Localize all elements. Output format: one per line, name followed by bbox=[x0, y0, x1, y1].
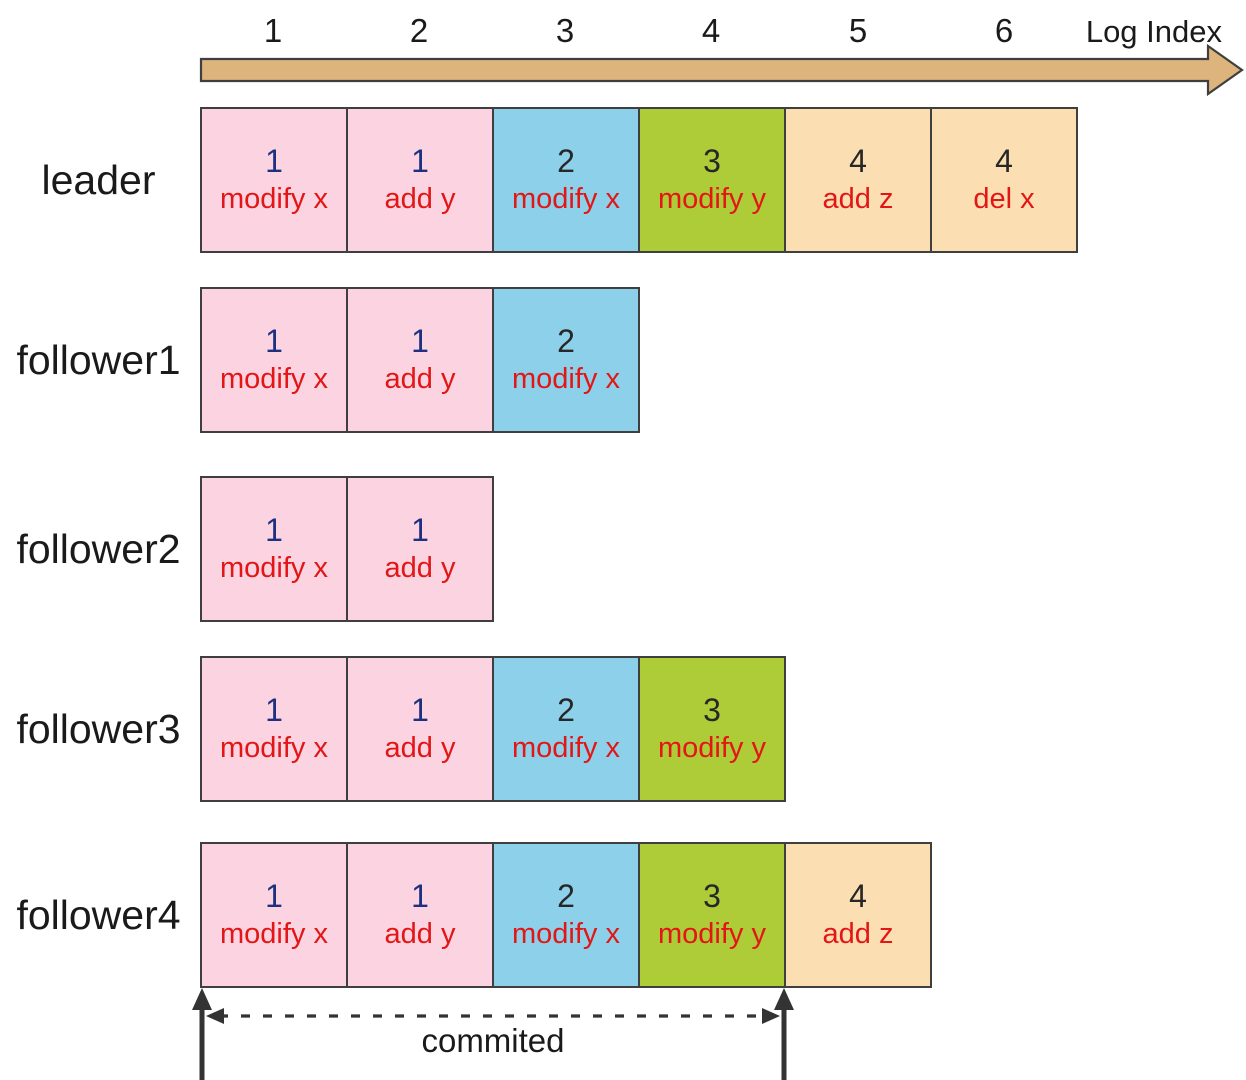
log-command: add y bbox=[384, 732, 456, 765]
log-command: add z bbox=[822, 918, 894, 951]
log-command: modify x bbox=[220, 732, 328, 765]
log-command: add y bbox=[384, 363, 456, 396]
term-number: 1 bbox=[265, 323, 283, 360]
log-entry: 1 modify x bbox=[200, 656, 348, 802]
row-label-follower4: follower4 bbox=[16, 891, 181, 938]
row-label-follower1: follower1 bbox=[16, 336, 181, 383]
log-entry: 1 modify x bbox=[200, 842, 348, 988]
log-entry: 4 del x bbox=[930, 107, 1078, 253]
axis-tick-2: 2 bbox=[409, 12, 429, 49]
log-entry: 4 add z bbox=[784, 842, 932, 988]
log-entry: 4 add z bbox=[784, 107, 932, 253]
term-number: 1 bbox=[411, 323, 429, 360]
log-entry: 1 add y bbox=[346, 476, 494, 622]
log-command: modify x bbox=[220, 183, 328, 216]
log-entry: 1 add y bbox=[346, 107, 494, 253]
log-command: modify x bbox=[512, 918, 620, 951]
term-number: 2 bbox=[557, 692, 575, 729]
term-number: 1 bbox=[411, 143, 429, 180]
log-row-leader: 1 modify x 1 add y 2 modify x 3 modify y… bbox=[200, 107, 1078, 253]
committed-left-arrow-head bbox=[192, 988, 212, 1010]
log-entry: 1 modify x bbox=[200, 287, 348, 433]
log-command: add y bbox=[384, 552, 456, 585]
term-number: 1 bbox=[265, 512, 283, 549]
axis-tick-5: 5 bbox=[848, 12, 868, 49]
term-number: 3 bbox=[703, 143, 721, 180]
axis-tick-1: 1 bbox=[263, 12, 283, 49]
log-entry: 3 modify y bbox=[638, 107, 786, 253]
log-command: modify x bbox=[512, 363, 620, 396]
log-index-arrow bbox=[199, 43, 1244, 97]
log-command: add y bbox=[384, 918, 456, 951]
term-number: 1 bbox=[265, 692, 283, 729]
log-entry: 1 add y bbox=[346, 842, 494, 988]
log-command: del x bbox=[973, 183, 1035, 216]
term-number: 4 bbox=[995, 143, 1013, 180]
term-number: 1 bbox=[411, 512, 429, 549]
log-entry: 1 modify x bbox=[200, 476, 348, 622]
term-number: 4 bbox=[849, 878, 867, 915]
log-command: modify x bbox=[220, 363, 328, 396]
log-command: modify x bbox=[512, 183, 620, 216]
axis-tick-3: 3 bbox=[555, 12, 575, 49]
log-command: modify x bbox=[220, 918, 328, 951]
term-number: 1 bbox=[411, 878, 429, 915]
term-number: 2 bbox=[557, 878, 575, 915]
log-command: modify y bbox=[658, 732, 766, 765]
term-number: 2 bbox=[557, 143, 575, 180]
term-number: 3 bbox=[703, 692, 721, 729]
term-number: 1 bbox=[411, 692, 429, 729]
log-command: modify x bbox=[220, 552, 328, 585]
log-entry: 1 add y bbox=[346, 656, 494, 802]
log-row-follower1: 1 modify x 1 add y 2 modify x bbox=[200, 287, 640, 433]
log-row-follower4: 1 modify x 1 add y 2 modify x 3 modify y… bbox=[200, 842, 932, 988]
term-number: 1 bbox=[265, 143, 283, 180]
committed-label: commited bbox=[421, 1022, 565, 1059]
log-command: add z bbox=[822, 183, 894, 216]
axis-tick-6: 6 bbox=[994, 12, 1014, 49]
row-label-leader: leader bbox=[41, 156, 156, 203]
axis-tick-4: 4 bbox=[701, 12, 721, 49]
log-command: modify y bbox=[658, 183, 766, 216]
log-row-follower3: 1 modify x 1 add y 2 modify x 3 modify y bbox=[200, 656, 786, 802]
log-command: add y bbox=[384, 183, 456, 216]
log-entry: 2 modify x bbox=[492, 842, 640, 988]
axis-title: Log Index bbox=[1085, 14, 1222, 49]
log-command: modify x bbox=[512, 732, 620, 765]
log-entry: 2 modify x bbox=[492, 287, 640, 433]
log-entry: 1 add y bbox=[346, 287, 494, 433]
term-number: 2 bbox=[557, 323, 575, 360]
log-command: modify y bbox=[658, 918, 766, 951]
committed-right-arrow-head bbox=[774, 988, 794, 1010]
term-number: 4 bbox=[849, 143, 867, 180]
term-number: 3 bbox=[703, 878, 721, 915]
log-entry: 2 modify x bbox=[492, 656, 640, 802]
row-label-follower2: follower2 bbox=[16, 525, 181, 572]
log-entry: 3 modify y bbox=[638, 656, 786, 802]
log-row-follower2: 1 modify x 1 add y bbox=[200, 476, 494, 622]
log-entry: 1 modify x bbox=[200, 107, 348, 253]
term-number: 1 bbox=[265, 878, 283, 915]
log-entry: 2 modify x bbox=[492, 107, 640, 253]
log-entry: 3 modify y bbox=[638, 842, 786, 988]
row-label-follower3: follower3 bbox=[16, 705, 181, 752]
